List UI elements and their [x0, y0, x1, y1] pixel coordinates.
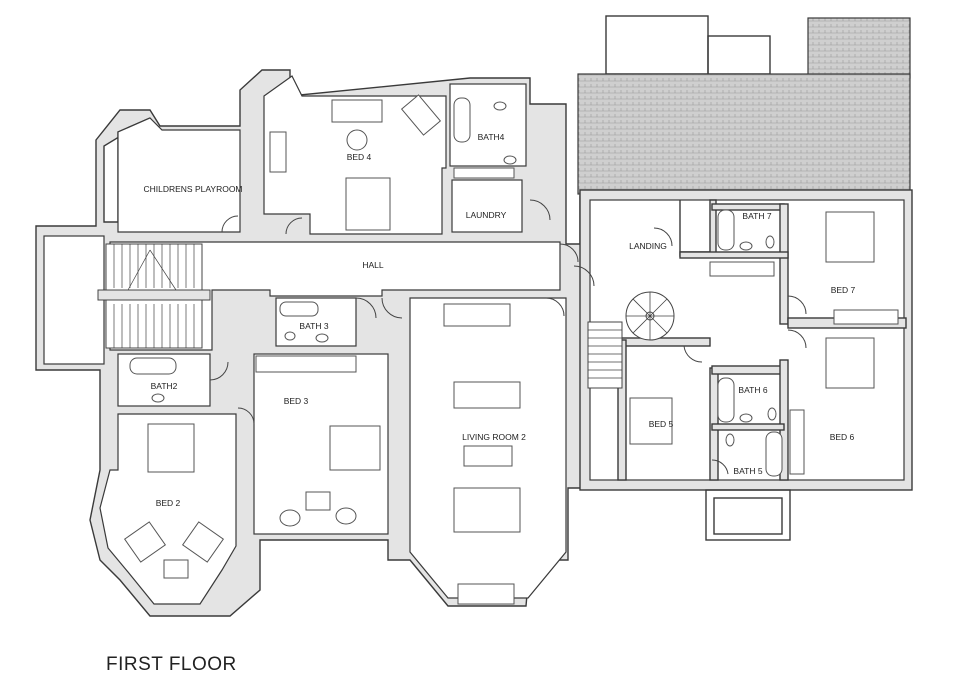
- label-bed2: BED 2: [156, 498, 181, 508]
- label-living-room-2: LIVING ROOM 2: [462, 432, 526, 442]
- label-bed6: BED 6: [830, 432, 855, 442]
- label-bath2: BATH2: [151, 381, 178, 391]
- main-staircase: [97, 243, 211, 349]
- label-hall: HALL: [362, 260, 384, 270]
- label-bed3: BED 3: [284, 396, 309, 406]
- fixtures: [123, 94, 899, 605]
- label-childrens-playroom: CHILDRENS PLAYROOM: [143, 184, 242, 194]
- roof-terrace: [577, 15, 911, 195]
- label-bath4: BATH4: [478, 132, 505, 142]
- label-bath5: BATH 5: [733, 466, 762, 476]
- label-bed7: BED 7: [831, 285, 856, 295]
- label-bath7: BATH 7: [742, 211, 771, 221]
- label-bed4: BED 4: [347, 152, 372, 162]
- label-laundry: LAUNDRY: [466, 210, 507, 220]
- label-landing: LANDING: [629, 241, 667, 251]
- room-labels: CHILDRENS PLAYROOM BED 4 BATH4 LAUNDRY H…: [143, 132, 855, 508]
- doors: [209, 199, 807, 475]
- floor-title: FIRST FLOOR: [106, 654, 237, 675]
- label-bath3: BATH 3: [299, 321, 328, 331]
- label-bath6: BATH 6: [738, 385, 767, 395]
- label-bed5: BED 5: [649, 419, 674, 429]
